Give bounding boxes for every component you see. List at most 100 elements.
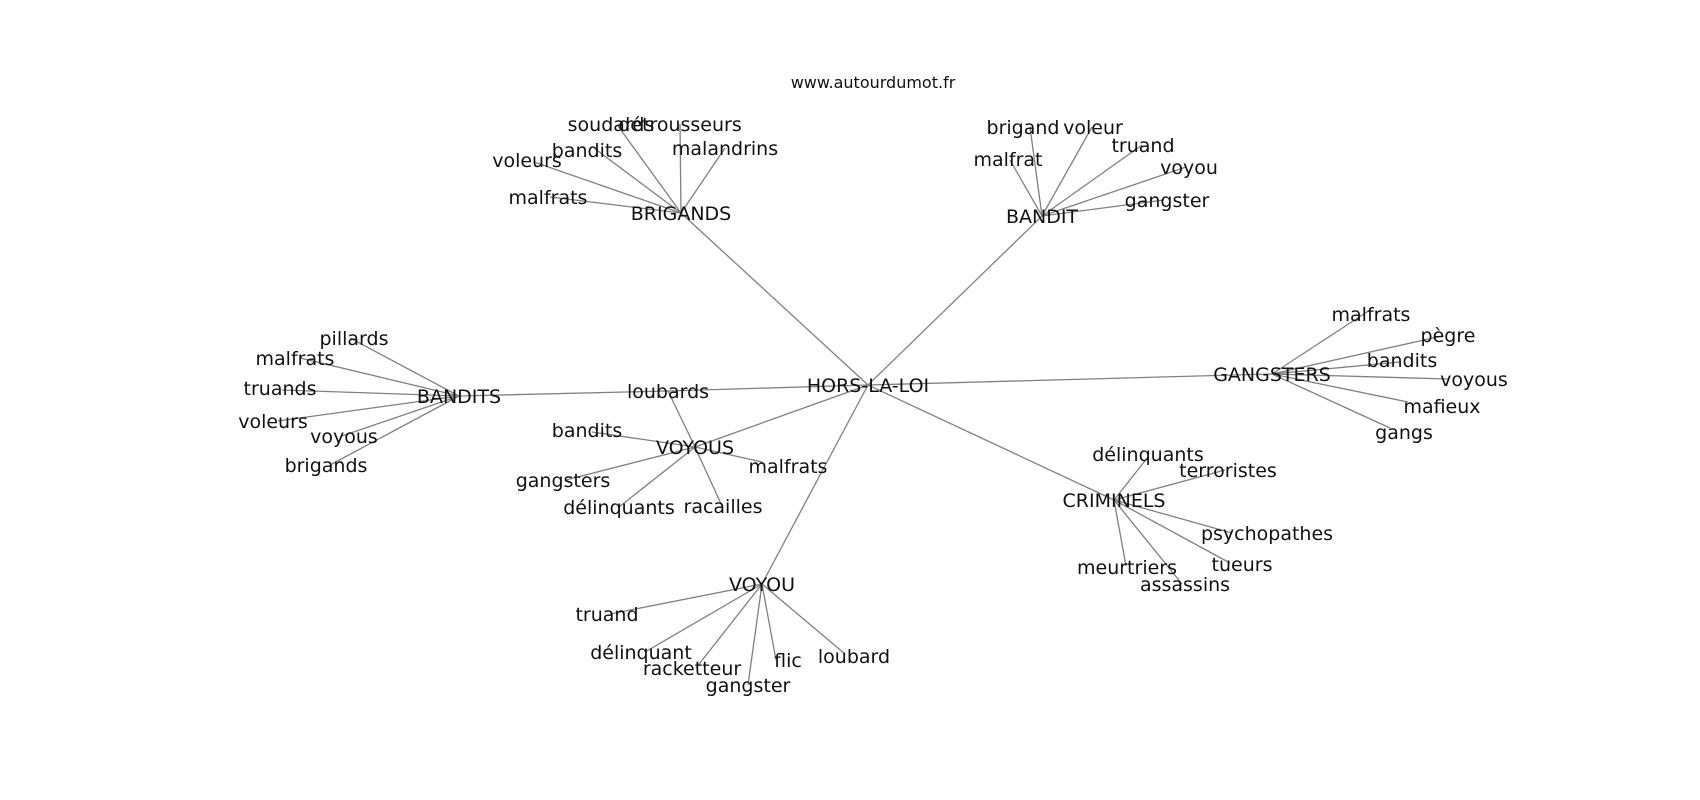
edge-center-voyous xyxy=(694,384,869,448)
edge-gangsters-leaf xyxy=(1271,309,1371,375)
leaf-node[interactable]: tueurs xyxy=(1212,554,1273,576)
leaf-node[interactable]: voyous xyxy=(310,426,378,448)
leaf-node[interactable]: loubard xyxy=(818,646,890,668)
hub-node-voyou[interactable]: VOYOU xyxy=(729,574,795,596)
hub-node-voyous[interactable]: VOYOUS xyxy=(656,437,734,459)
edge-criminels-leaf xyxy=(1113,469,1226,501)
leaf-node[interactable]: pillards xyxy=(320,328,389,350)
hub-node-bandit[interactable]: BANDIT xyxy=(1006,206,1078,228)
edge-center-brigands xyxy=(680,212,869,386)
leaf-node[interactable]: brigand xyxy=(987,117,1060,139)
leaf-node[interactable]: voleurs xyxy=(238,411,308,433)
leaf-node[interactable]: délinquant xyxy=(590,642,692,664)
leaf-node[interactable]: brigands xyxy=(285,455,368,477)
leaf-node[interactable]: racketteur xyxy=(643,658,742,680)
watermark: www.autourdumot.fr xyxy=(791,73,956,92)
edge-voyou-leaf xyxy=(747,583,763,686)
edge-brigands-leaf xyxy=(617,125,682,214)
edge-gangsters-leaf xyxy=(1271,373,1409,403)
leaf-node[interactable]: gangster xyxy=(706,675,791,697)
leaf-node[interactable]: bandits xyxy=(552,140,622,162)
leaf-node[interactable]: soudards xyxy=(568,114,655,136)
leaf-node[interactable]: détrousseurs xyxy=(618,114,742,136)
leaf-node[interactable]: truands xyxy=(244,378,317,400)
leaf-node[interactable]: malfrats xyxy=(1332,304,1411,326)
edge-gangsters-leaf xyxy=(1271,373,1391,429)
leaf-node[interactable]: voyou xyxy=(1160,157,1218,179)
edge-criminels-leaf xyxy=(1113,499,1127,567)
edge-voyous-leaf xyxy=(565,446,696,481)
leaf-node[interactable]: malfrats xyxy=(509,187,588,209)
leaf-node[interactable]: gangster xyxy=(1125,190,1210,212)
leaf-node[interactable]: gangsters xyxy=(516,470,611,492)
leaf-node[interactable]: voyous xyxy=(1440,369,1508,391)
edge-center-gangsters xyxy=(867,373,1273,386)
edge-center-criminels xyxy=(867,384,1115,501)
edge-brigands-leaf xyxy=(680,147,726,214)
edge-voyous-leaf xyxy=(591,431,696,448)
leaf-node[interactable]: gangs xyxy=(1375,422,1433,444)
edge-center-bandit xyxy=(867,215,1043,386)
leaf-node[interactable]: terroristes xyxy=(1179,460,1277,482)
leaf-node[interactable]: psychopathes xyxy=(1201,523,1333,545)
leaf-node[interactable]: truand xyxy=(1111,135,1174,157)
edge-bandit-leaf xyxy=(1041,144,1143,217)
edge-gangsters-leaf xyxy=(1271,361,1401,375)
edge-loubards-center xyxy=(667,384,869,392)
hub-node-gangsters[interactable]: GANGSTERS xyxy=(1213,364,1331,386)
edge-brigands-leaf xyxy=(533,161,682,214)
edge-voyou-leaf xyxy=(644,583,763,653)
leaf-node[interactable]: délinquants xyxy=(1092,444,1204,466)
edge-loubards-bandits xyxy=(458,390,669,397)
hub-node-brigands[interactable]: BRIGANDS xyxy=(631,203,731,225)
edge-criminels-leaf xyxy=(1113,499,1233,534)
leaf-node[interactable]: malfrats xyxy=(749,456,828,478)
leaf-node[interactable]: meurtriers xyxy=(1077,557,1177,579)
leaf-node[interactable]: délinquants xyxy=(563,497,675,519)
edge-voyous-leaf xyxy=(694,446,723,507)
graph-edges xyxy=(277,123,1449,686)
edge-voyous-leaf xyxy=(694,446,763,463)
edge-center-voyou xyxy=(761,384,869,585)
center-node-label[interactable]: HORS-LA-LOI xyxy=(807,375,929,397)
edge-gangsters-leaf xyxy=(1271,335,1443,375)
leaf-node[interactable]: assassins xyxy=(1140,574,1230,596)
leaf-node[interactable]: mafieux xyxy=(1403,396,1480,418)
edge-criminels-leaf xyxy=(1113,499,1231,564)
edge-voyous-leaf xyxy=(667,390,696,448)
edge-bandits-leaf xyxy=(281,389,460,397)
leaf-node[interactable]: bandits xyxy=(1367,350,1437,372)
edge-voyou-leaf xyxy=(695,583,763,669)
edge-bandits-leaf xyxy=(299,357,460,397)
leaf-node[interactable]: voleur xyxy=(1063,117,1123,139)
leaf-node[interactable]: flic xyxy=(774,650,802,672)
leaf-node[interactable]: pègre xyxy=(1421,325,1476,347)
leaf-node[interactable]: truand xyxy=(575,604,638,626)
leaf-node[interactable]: voleurs xyxy=(492,150,562,172)
hub-node-bandits[interactable]: BANDITS xyxy=(417,386,501,408)
edge-voyou-leaf xyxy=(761,583,777,661)
leaf-node[interactable]: malandrins xyxy=(672,138,778,160)
edge-bandit-leaf xyxy=(1041,126,1093,217)
edge-criminels-leaf xyxy=(1113,456,1149,501)
edge-voyous-leaf xyxy=(618,446,696,508)
leaf-node[interactable]: racailles xyxy=(684,496,763,518)
edge-bandits-leaf xyxy=(277,395,460,422)
edge-bandits-leaf xyxy=(349,337,460,397)
leaf-node[interactable]: malfrat xyxy=(973,149,1042,171)
edge-gangsters-leaf xyxy=(1271,373,1449,380)
leaf-node[interactable]: malfrats xyxy=(256,348,335,370)
edge-bandit-leaf xyxy=(1041,199,1165,217)
hub-node-criminels[interactable]: CRIMINELS xyxy=(1063,490,1166,512)
leaf-node[interactable]: loubards xyxy=(627,381,709,403)
leaf-node[interactable]: bandits xyxy=(552,420,622,442)
edge-bandit-leaf xyxy=(1029,126,1043,217)
edge-bandits-leaf xyxy=(341,395,460,437)
edge-brigands-leaf xyxy=(679,123,682,214)
edge-criminels-leaf xyxy=(1113,499,1183,585)
edge-brigands-leaf xyxy=(549,196,682,214)
edge-voyou-leaf xyxy=(761,583,846,655)
edge-bandit-leaf xyxy=(1041,166,1187,217)
